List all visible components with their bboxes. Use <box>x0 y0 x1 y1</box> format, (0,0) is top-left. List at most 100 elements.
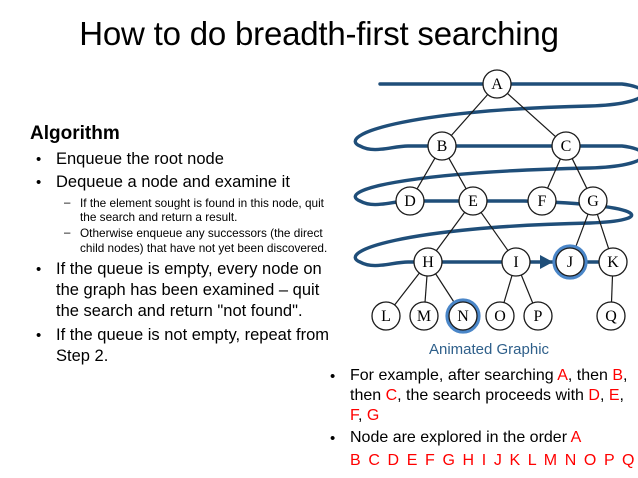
bullet-icon: • <box>36 151 42 168</box>
note-text: For example, after searching A, then B, … <box>350 366 638 426</box>
node-circle-O <box>485 301 515 331</box>
node-label-F: F <box>538 193 547 210</box>
graph-node-I[interactable]: I <box>501 247 531 277</box>
algorithm-step-text: If the queue is not empty, repeat from S… <box>56 325 330 365</box>
serpentine-traversal-path <box>353 82 638 268</box>
node-circle-F <box>527 186 557 216</box>
node-circle-Q <box>596 301 626 331</box>
traversal-arrow <box>540 255 553 269</box>
algorithm-step: • If the queue is empty, every node on t… <box>30 259 340 322</box>
node-circle-B <box>427 131 457 161</box>
exploration-order-sequence: B C D E F G H I J K L M N O P Q <box>350 452 637 469</box>
algorithm-step: • If the queue is not empty, repeat from… <box>30 325 340 367</box>
graph-edge-A-B <box>450 94 489 136</box>
graph-edge-E-H <box>435 211 466 252</box>
node-circle-H <box>413 247 443 277</box>
node-circle-M <box>409 301 439 331</box>
serpentine-path <box>353 82 638 268</box>
node-circle-D <box>395 186 425 216</box>
algorithm-step-text: Enqueue the root node <box>56 150 224 168</box>
dash-icon: – <box>64 197 71 209</box>
graph-node-H[interactable]: H <box>413 247 443 277</box>
node-circle-I <box>501 247 531 277</box>
note-run: , <box>358 407 367 424</box>
graph-node-J[interactable]: J <box>552 244 588 280</box>
node-label-G: G <box>587 193 599 210</box>
node-label-C: C <box>561 138 572 155</box>
note-run: , then <box>350 367 628 404</box>
graph-node-L[interactable]: L <box>371 301 401 331</box>
graph-node-G[interactable]: G <box>578 186 608 216</box>
note-run: , the search proceeds with <box>397 387 589 404</box>
node-label-A: A <box>491 76 503 93</box>
algorithm-substep-text: If the element sought is found in this n… <box>80 196 324 225</box>
node-circle-A <box>482 69 512 99</box>
algorithm-section: Algorithm • Enqueue the root node • Dequ… <box>30 122 340 368</box>
note-run: Node are explored in the order <box>350 429 571 446</box>
graph-edge-H-L <box>394 272 420 306</box>
graph-edge-A-C <box>507 92 556 138</box>
note-run: , <box>599 387 609 404</box>
graph-edge-B-E <box>448 157 467 190</box>
graph-edges <box>394 92 614 306</box>
highlight-ring-J <box>552 244 588 280</box>
graph-edge-K-Q <box>610 275 614 303</box>
graph-node-K[interactable]: K <box>598 247 628 277</box>
graph-node-A[interactable]: A <box>482 69 512 99</box>
node-circle-E <box>458 186 488 216</box>
node-circle-K <box>598 247 628 277</box>
bullet-icon: • <box>36 174 42 191</box>
graph-node-P[interactable]: P <box>523 301 553 331</box>
algorithm-heading: Algorithm <box>30 123 120 144</box>
node-label-P: P <box>534 308 543 325</box>
graph-node-D[interactable]: D <box>395 186 425 216</box>
node-label-E: E <box>468 193 478 210</box>
graph-node-E[interactable]: E <box>458 186 488 216</box>
node-ref: D <box>588 387 600 404</box>
bullet-icon: • <box>330 368 336 385</box>
algorithm-step-text: If the queue is empty, every node on the… <box>56 259 322 320</box>
node-label-I: I <box>513 254 518 271</box>
node-label-B: B <box>437 138 448 155</box>
animated-graphic-caption: Animated Graphic <box>428 341 550 358</box>
node-circle-P <box>523 301 553 331</box>
node-ref: C <box>385 387 398 404</box>
graph-edge-G-K <box>596 214 610 249</box>
algorithm-step: • Enqueue the root node <box>30 149 340 171</box>
node-label-H: H <box>422 254 434 271</box>
node-ref: G <box>366 407 380 424</box>
bullet-icon: • <box>36 260 42 278</box>
node-label-N: N <box>457 308 469 325</box>
graph-edge-H-M <box>424 275 428 303</box>
graph-node-B[interactable]: B <box>427 131 457 161</box>
dash-icon: – <box>64 227 71 240</box>
algorithm-substep-text: Otherwise enqueue any successors (the di… <box>80 226 328 255</box>
page-title: How to do breadth-first searching <box>79 15 559 52</box>
node-label-Q: Q <box>605 308 617 325</box>
note-run: , then <box>567 367 613 384</box>
graph-node-C[interactable]: C <box>551 131 581 161</box>
note-text: Node are explored in the order A <box>350 428 638 448</box>
graph-node-F[interactable]: F <box>527 186 557 216</box>
node-ref: B <box>612 367 624 384</box>
note-item: • For example, after searching A, then B… <box>326 366 638 426</box>
graph-node-M[interactable]: M <box>409 301 439 331</box>
graph-edge-B-D <box>416 157 436 190</box>
graph-node-Q[interactable]: Q <box>596 301 626 331</box>
node-ref: A <box>570 429 582 446</box>
node-label-K: K <box>607 254 619 271</box>
bullet-icon: • <box>330 430 336 447</box>
notes-section: • For example, after searching A, then B… <box>326 366 638 471</box>
node-circle-J <box>555 247 585 277</box>
graph-edge-G-J <box>574 213 589 250</box>
node-label-M: M <box>417 308 431 325</box>
graph-node-N[interactable]: N <box>445 298 481 334</box>
node-circle-L <box>371 301 401 331</box>
arrow-head-icon <box>540 255 553 269</box>
algorithm-substep: – Otherwise enqueue any successors (the … <box>64 226 340 254</box>
graph-node-O[interactable]: O <box>485 301 515 331</box>
graph-edge-E-I <box>480 212 509 251</box>
